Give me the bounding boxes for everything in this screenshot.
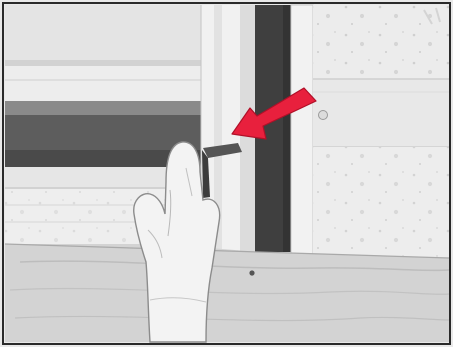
door-trim bbox=[291, 5, 313, 255]
right-wall-panels bbox=[313, 5, 449, 257]
screw-head bbox=[319, 111, 328, 120]
floor-sill bbox=[5, 244, 449, 342]
floor-nail bbox=[249, 270, 254, 275]
left-wall-panel bbox=[5, 5, 201, 102]
